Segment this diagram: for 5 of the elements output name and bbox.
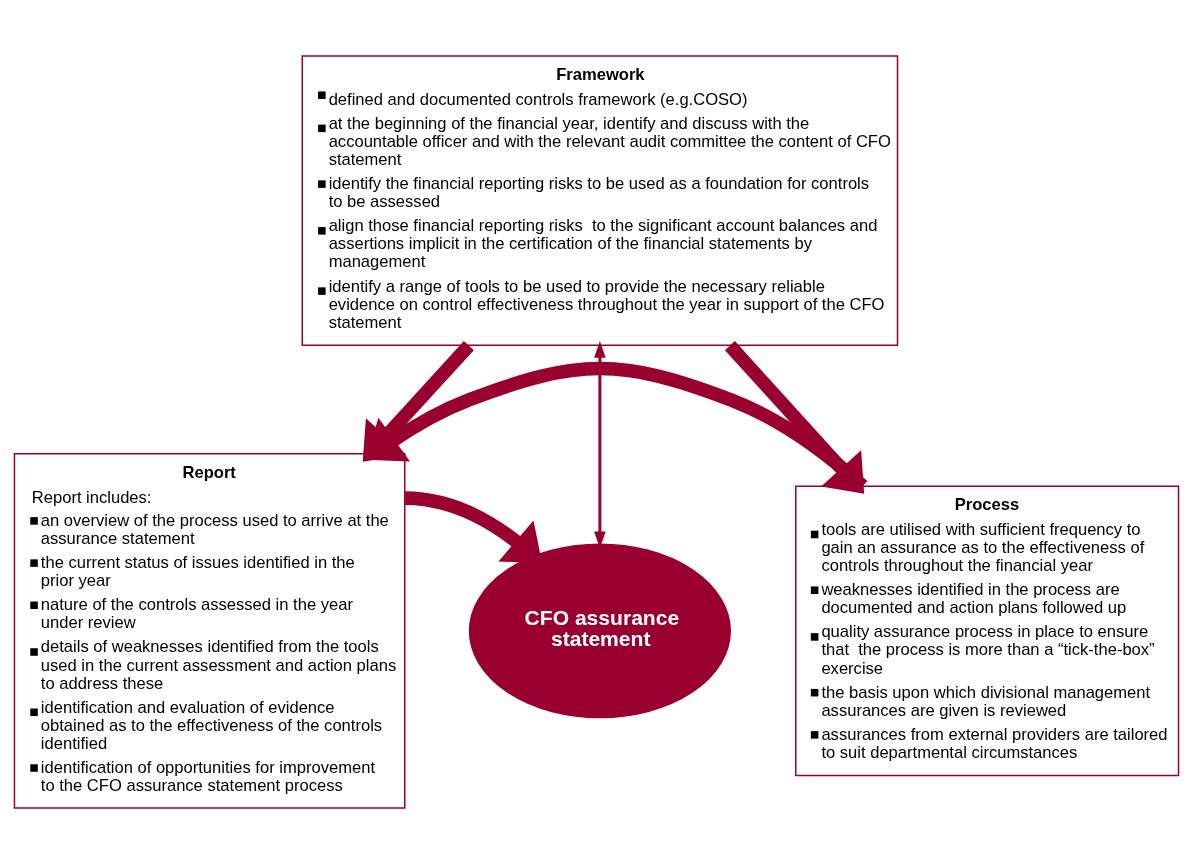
node-ellipse: CFO assurance statement [468, 543, 731, 718]
arrow [404, 490, 543, 563]
node-box: Framework defined and documented controls framework (e.g.COSO) at the beginning of the financial year, identify and discuss with the accountable officer and with the relevant audit committee the content of CFO statement identify the financial reporting risks to be used as a foundation for controls to be assessed align those financial reporting risks to the significant account balances and assertions implicit in the certification of the financial statements by management identify a range of tools to be used to provide the necessary reliable evidence on control effectiveness throughout the year in support of the CFO statement [301, 54, 899, 346]
node-box: Report Report includes: an overview of the process used to arrive at the assurance statement the current status of issues identified in the prior year nature of the controls assessed in the year under review details of weaknesses identified from the tools used in the current assessment and action plans to address these identification and evaluation of evidence obtained as to the effectiveness of the controls identified identification of opportunities for improvement to the CFO assurance statement process [13, 452, 406, 809]
node-box: Process tools are utilised with sufficient frequency to gain an assurance as to the effectiveness of controls throughout the financial year weaknesses identified in the process are documented and action plans followed up quality assurance process in place to ensure that the process is more than a “tick-the-box” exercise the basis upon which divisional management assurances are given is reviewed assurances from external providers are tailored to suit departmental circumstances [795, 485, 1180, 776]
